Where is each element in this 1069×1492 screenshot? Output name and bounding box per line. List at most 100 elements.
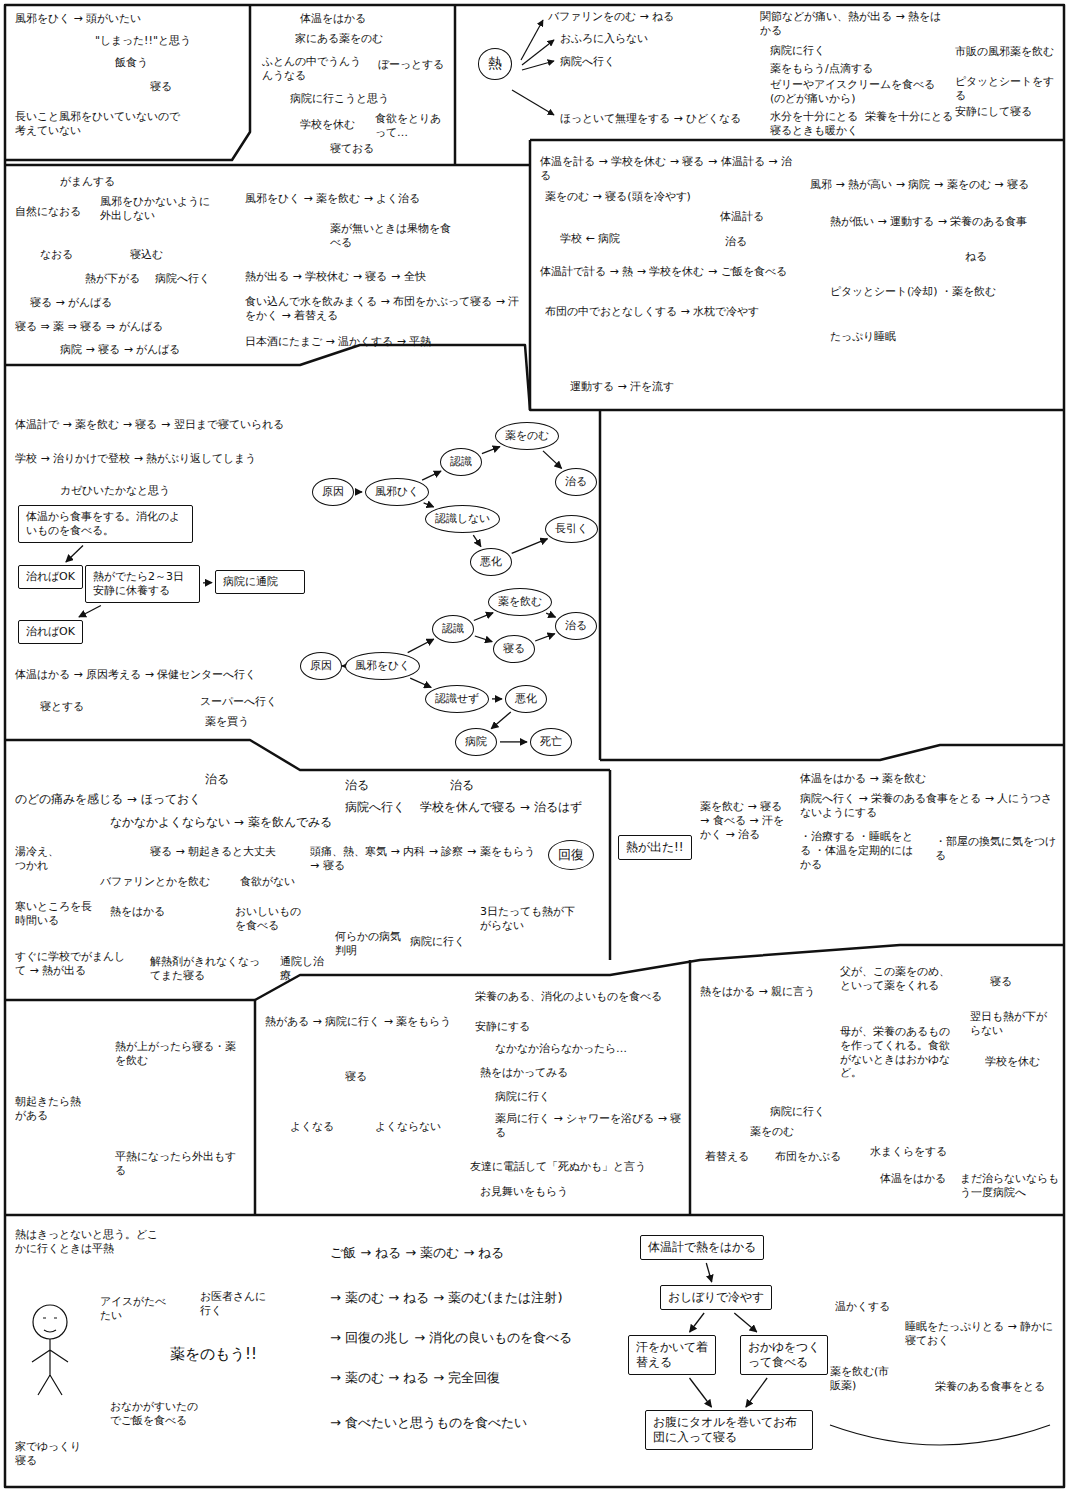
circle-node: 認識	[440, 448, 482, 476]
note-text: おいしいものを食べる	[235, 905, 305, 933]
note-text: 栄養を十分にとる	[865, 110, 953, 124]
panel-border	[600, 745, 1064, 760]
note-text: よくならない	[375, 1120, 445, 1134]
node-text: おしぼりで冷やす	[668, 1290, 764, 1304]
circle-node: 寝る	[493, 635, 535, 663]
connector-arrow	[422, 471, 441, 480]
swirl-line	[830, 1425, 1050, 1445]
box-node: 体温から食事をする。消化のよいものを食べる。	[18, 505, 193, 543]
connector-arrow	[512, 539, 548, 554]
note-text: 翌日も熱が下がらない	[970, 1010, 1055, 1038]
note-text: ・治療する ・睡眠をとる ・体温を定期的にはかる	[800, 830, 920, 871]
note-text: 寝る	[990, 975, 1012, 989]
note-text: 湯冷え、つかれ	[15, 845, 65, 873]
connector-arrow	[492, 698, 502, 699]
panel-border	[599, 410, 602, 760]
note-text: 着替える	[705, 1150, 749, 1164]
note-text: 安静にする	[475, 1020, 530, 1034]
note-text: ピタッとシートをする	[955, 75, 1055, 103]
note-text: 熱はきっとないと思う。どこかに行くときは平熱	[15, 1228, 165, 1256]
note-text: ぼーっとする	[378, 58, 444, 72]
note-text: 体温を計る → 学校を休む → 寝る → 体温計る → 治る	[540, 155, 800, 183]
node-text: 寝る	[503, 642, 525, 655]
note-text: おふろに入らない	[560, 32, 648, 46]
note-text: 病院に行こうと思う	[290, 92, 389, 106]
note-text: 薬をのむ → 寝る(頭を冷やす)	[545, 190, 691, 204]
note-text: 治る	[205, 772, 229, 787]
note-text: 薬を飲む(市販薬)	[830, 1365, 900, 1393]
leader-arrow	[522, 40, 554, 65]
note-text: なおる	[40, 248, 73, 262]
node-text: 治ればOK	[26, 625, 75, 638]
circle-node: 悪化	[505, 685, 547, 713]
note-text: アイスがたべたい	[100, 1295, 170, 1323]
note-text: ふとんの中でうんうんうなる	[262, 55, 362, 83]
note-text: お見舞いをもらう	[480, 1185, 568, 1199]
note-text: 体温計る	[720, 210, 764, 224]
panel-border	[5, 5, 250, 160]
node-text: 長引く	[555, 522, 588, 535]
panel-border	[5, 1000, 255, 1215]
note-text: 薬をもらう/点滴する	[770, 62, 873, 76]
circle-node: 熱	[478, 48, 512, 80]
note-text: カゼひいたかなと思う	[60, 484, 170, 498]
note-text: ねる	[965, 250, 987, 264]
note-text: 何らかの病気判明	[335, 930, 405, 958]
circle-node: 病院	[455, 728, 497, 756]
note-text: ピタッとシート(冷却) ・薬を飲む	[830, 285, 1050, 299]
connector-arrow	[408, 639, 434, 653]
node-text: 認識	[450, 455, 472, 468]
panel-border	[530, 139, 1064, 142]
note-text: 風邪をひく → 薬を飲む → よく治る	[245, 192, 420, 206]
note-text: 熱が低い → 運動する → 栄養のある食事	[830, 215, 1055, 229]
node-text: 回復	[558, 847, 584, 862]
connector-arrow	[543, 451, 562, 469]
note-text: 睡眠をたっぷりとる → 静かに寝ておく	[905, 1320, 1055, 1348]
note-text: 学校 ← 病院	[560, 232, 620, 246]
note-text: → 食べたいと思うものを食べたい	[330, 1415, 527, 1431]
circle-node: 原因	[300, 652, 342, 680]
note-text: 薬が無いときは果物を食べる	[330, 222, 460, 250]
connector-arrow	[203, 582, 212, 584]
note-text: 学校を休む	[300, 118, 355, 132]
note-text: → 薬のむ → ねる → 薬のむ(または注射)	[330, 1290, 562, 1306]
node-text: 風邪をひく	[355, 659, 410, 672]
connector-arrow	[535, 634, 555, 641]
note-text: 体温計で → 薬を飲む → 寝る → 翌日まで寝ていられる	[15, 418, 305, 432]
note-text: 温かくする	[835, 1300, 890, 1314]
node-text: お腹にタオルを巻いてお布団に入って寝る	[653, 1415, 797, 1444]
note-text: 病院へ行く	[560, 55, 615, 69]
note-text: 薬を買う	[205, 715, 249, 729]
box-node: 体温計で熱をはかる	[640, 1235, 764, 1260]
box-node: お腹にタオルを巻いてお布団に入って寝る	[645, 1410, 813, 1450]
note-text: 栄養のある、消化のよいものを食べる	[475, 990, 680, 1004]
note-text: 病院へ行く → 栄養のある食事をとる → 人にうつさないようにする	[800, 792, 1055, 820]
node-text: 体温から食事をする。消化のよいものを食べる。	[26, 510, 180, 537]
node-text: 認識せず	[435, 692, 479, 705]
node-text: 原因	[322, 485, 344, 498]
note-text: 病院に行く	[495, 1090, 550, 1104]
circle-node: 治る	[555, 612, 597, 640]
leader-arrow	[522, 61, 554, 70]
note-text: 薬局に行く → シャワーを浴びる → 寝る	[495, 1112, 685, 1140]
note-text: よくなる	[290, 1120, 334, 1134]
note-text: なかなか治らなかったら…	[495, 1042, 627, 1056]
note-text: 体温をはかる	[880, 1172, 946, 1186]
note-text: 食い込んで水を飲みまくる → 布団をかぶって寝る → 汗をかく → 着替える	[245, 295, 520, 323]
node-text: 熱	[488, 55, 502, 71]
note-text: 寝る	[150, 80, 172, 94]
note-text: 熱が出る → 学校休む → 寝る → 全快	[245, 270, 426, 284]
note-text: 体温をはかる → 薬を飲む	[800, 772, 926, 786]
note-text: 体温をはかる	[300, 12, 366, 26]
note-text: 寒いところを長時間いる	[15, 900, 95, 928]
note-text: 熱をはかる → 親に言う	[700, 985, 815, 999]
note-text: まだ治らないならもう一度病院へ	[960, 1172, 1065, 1200]
note-text: 家でゆっくり寝る	[15, 1440, 85, 1468]
note-text: 風邪をひかないように外出しない	[100, 195, 210, 223]
note-text: 薬を飲む → 寝る → 食べる → 汗をかく → 治る	[700, 800, 790, 841]
circle-node: 認識しない	[425, 505, 500, 533]
node-text: 治る	[565, 619, 587, 632]
note-text: 学校 → 治りかけで登校 → 熱がぶり返してしまう	[15, 452, 305, 466]
note-text: 治る	[450, 778, 474, 793]
